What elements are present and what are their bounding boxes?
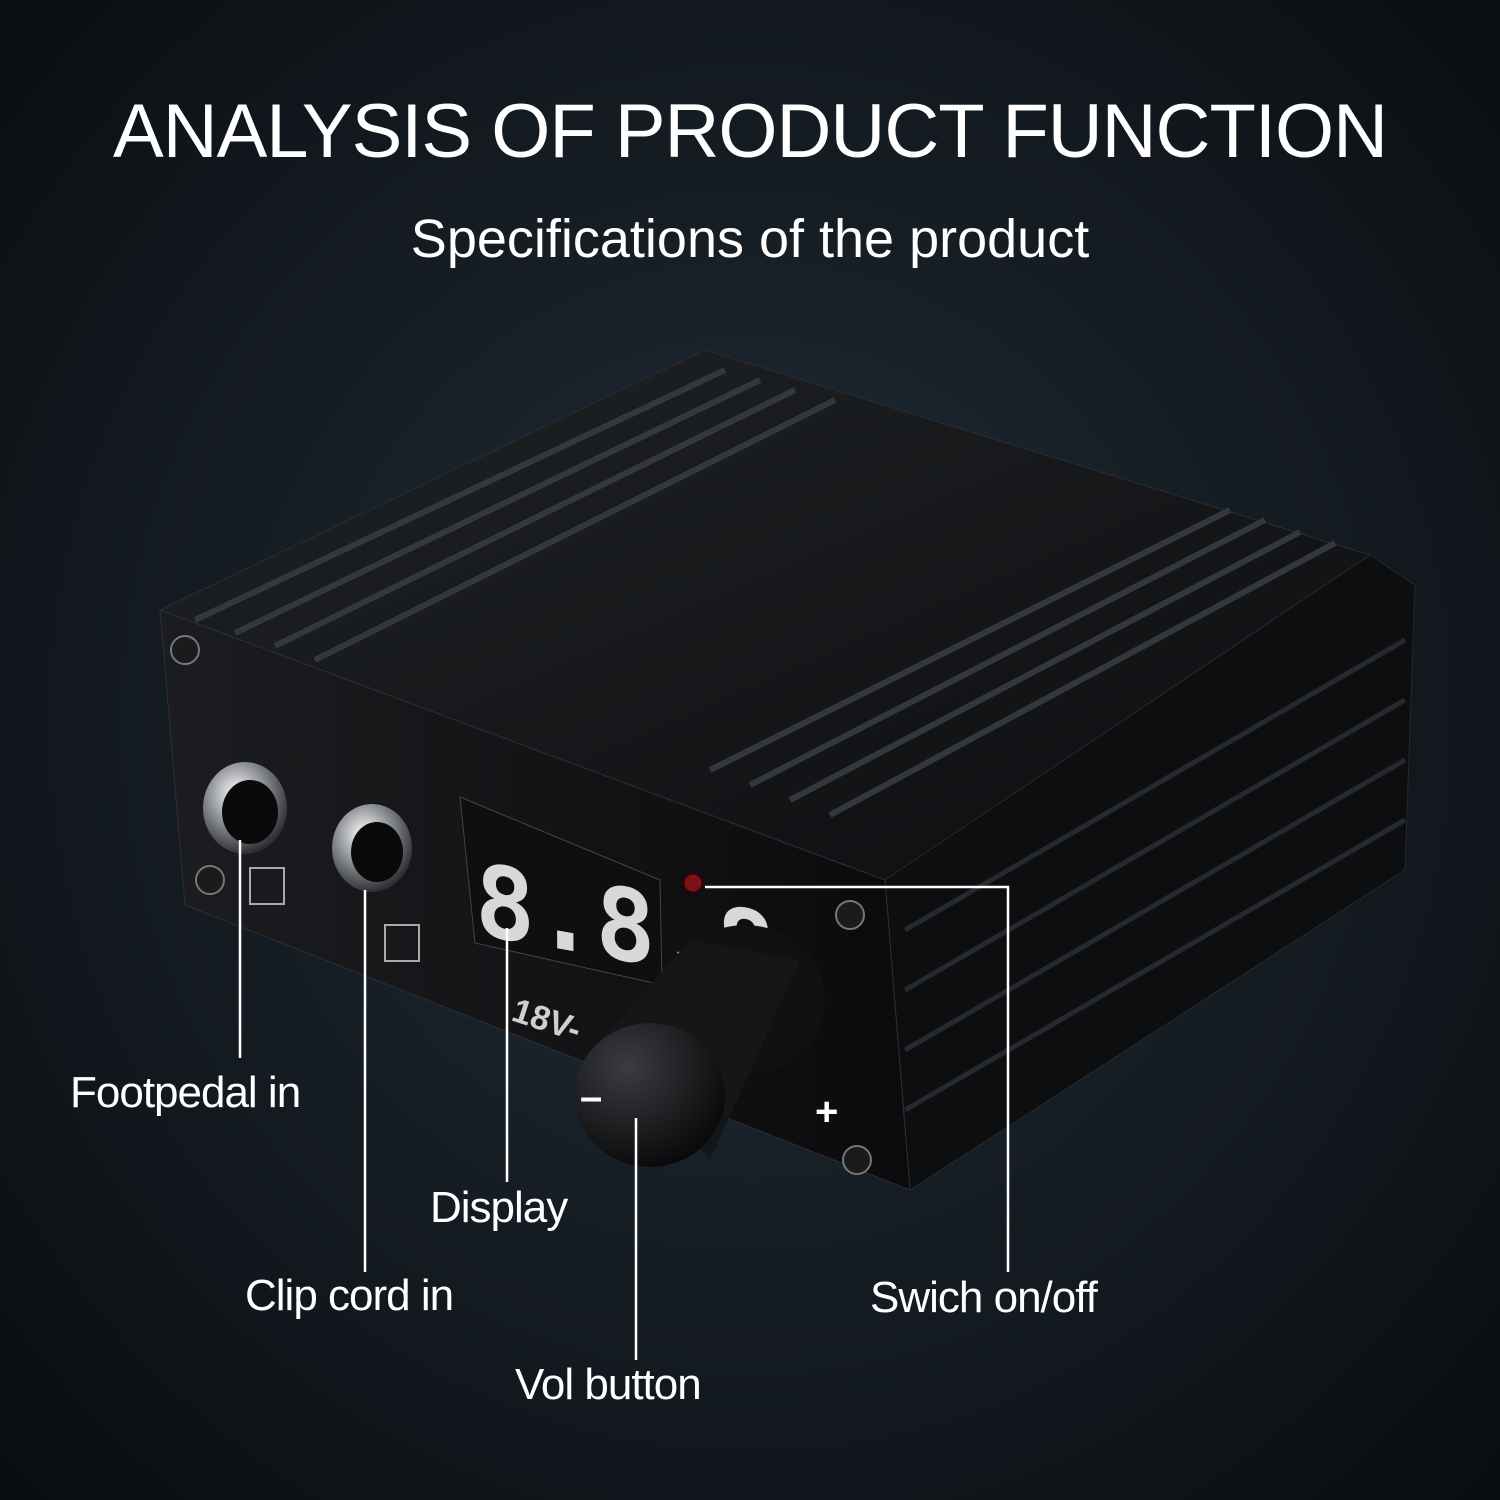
clip-cord-callout: Clip cord in: [245, 1271, 454, 1320]
vol-button-callout: Vol button: [515, 1360, 702, 1409]
page-title: ANALYSIS OF PRODUCT FUNCTION: [113, 89, 1388, 174]
power-led: [681, 871, 705, 895]
footpedal-symbol-icon: [249, 867, 285, 905]
callout-lines: [238, 840, 1010, 1360]
volume-knob: [575, 925, 825, 1167]
screw-icons: [170, 635, 872, 1175]
switch-callout: Swich on/off: [870, 1273, 1098, 1322]
plus-label: +: [815, 1090, 838, 1134]
footpedal-callout: Footpedal in: [70, 1068, 301, 1117]
footpedal-jack: [203, 762, 287, 854]
minus-label: –: [580, 1075, 602, 1119]
display-callout: Display: [430, 1183, 568, 1232]
page-subtitle: Specifications of the product: [410, 209, 1090, 269]
clip-cord-symbol-icon: [384, 924, 420, 962]
top-ridges: [193, 367, 1337, 818]
clip-cord-jack: [332, 804, 412, 892]
side-ridges: [903, 637, 1407, 1113]
